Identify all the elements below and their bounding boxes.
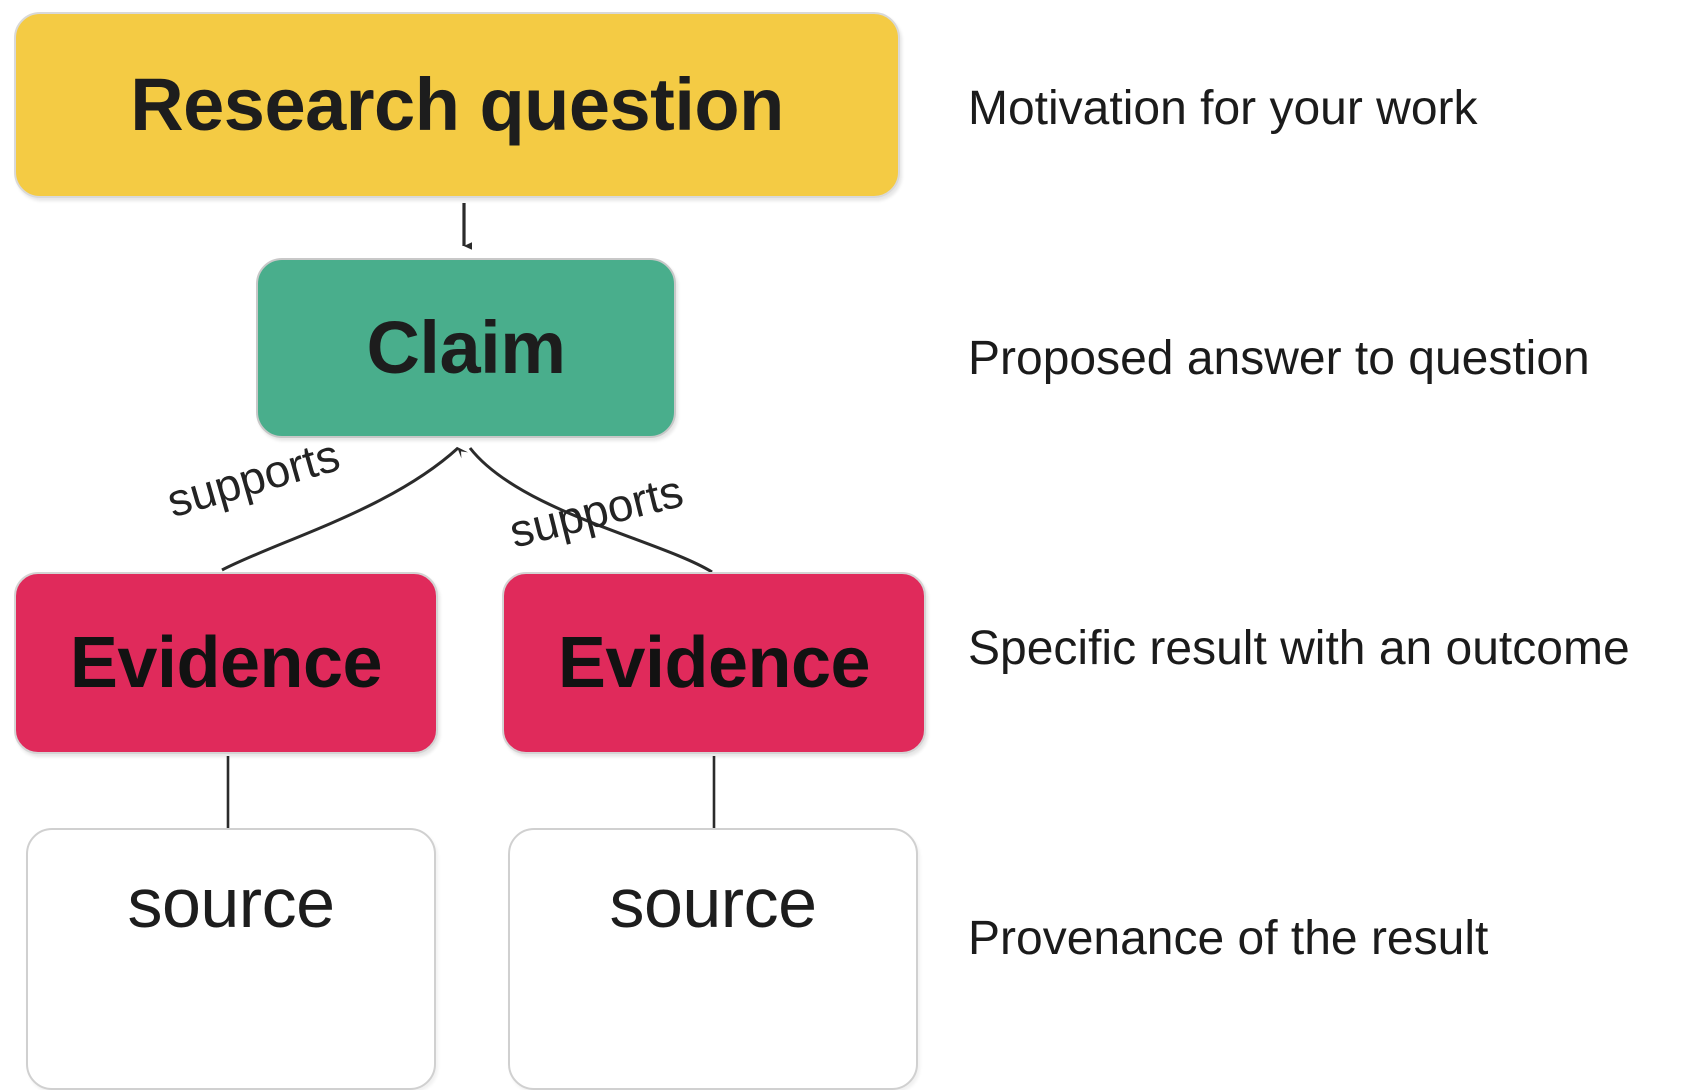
- diagram-canvas: Research question Claim Evidence Evidenc…: [14, 12, 1630, 1090]
- node-evidence-2[interactable]: Evidence: [502, 572, 926, 754]
- node-source-1-label: source: [127, 864, 335, 942]
- node-claim-label: Claim: [366, 306, 566, 389]
- node-evidence-2-label: Evidence: [557, 623, 871, 703]
- legend-motivation: Motivation for your work: [968, 82, 1478, 135]
- node-source-2[interactable]: source: [508, 828, 918, 1090]
- node-evidence-1-label: Evidence: [69, 623, 383, 703]
- node-claim[interactable]: Claim: [256, 258, 676, 438]
- edge-label-supports-right: supports: [504, 464, 689, 558]
- node-research-question-label: Research question: [130, 63, 784, 146]
- edge-label-supports-left: supports: [161, 428, 346, 528]
- node-research-question[interactable]: Research question: [14, 12, 900, 198]
- legend-provenance: Provenance of the result: [968, 912, 1489, 965]
- node-evidence-1[interactable]: Evidence: [14, 572, 438, 754]
- legend-proposed: Proposed answer to question: [968, 332, 1590, 385]
- legend-specific: Specific result with an outcome: [968, 622, 1630, 675]
- node-source-2-label: source: [609, 864, 817, 942]
- node-source-1[interactable]: source: [26, 828, 436, 1090]
